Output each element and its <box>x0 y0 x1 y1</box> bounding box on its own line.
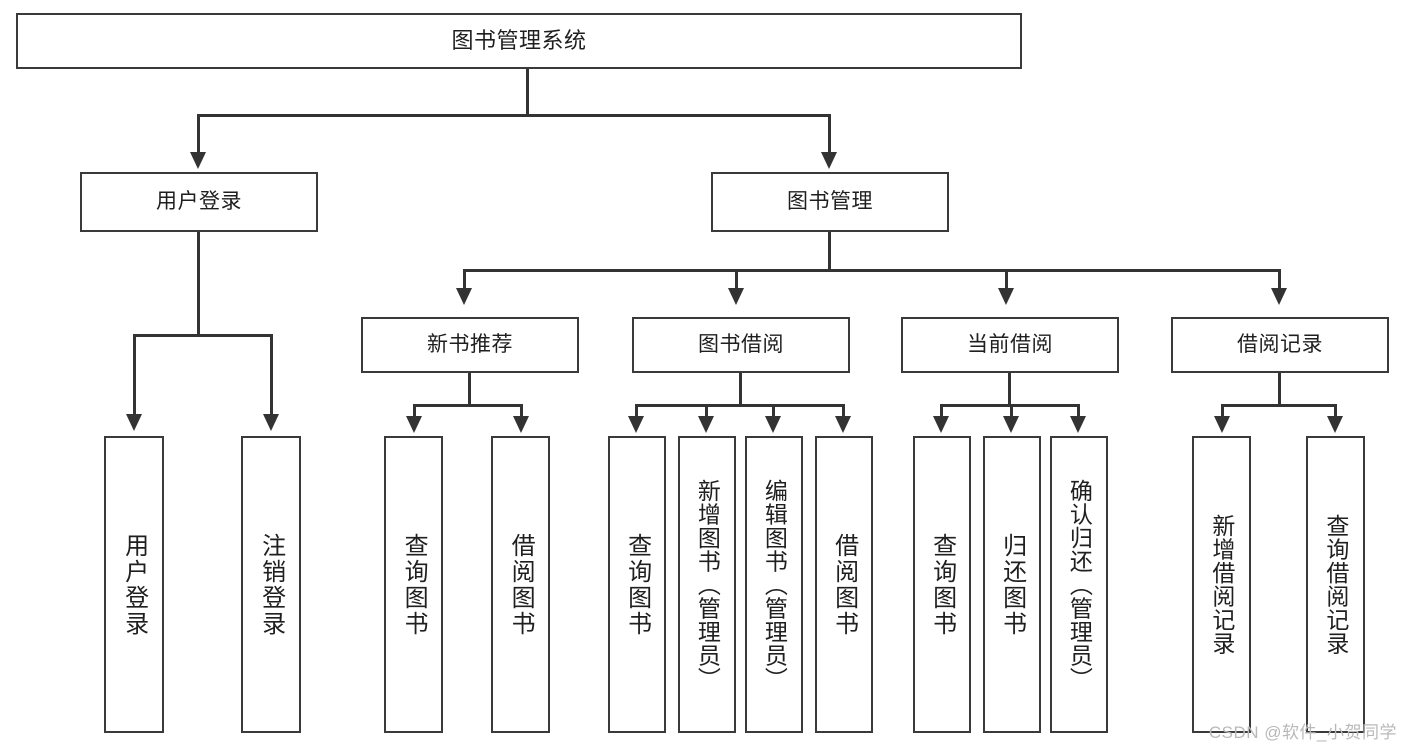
edge-newbook-bus <box>413 404 523 407</box>
arrow-to-new-book <box>456 288 472 305</box>
node-new-book-recommend[interactable]: 新书推荐 <box>361 317 579 373</box>
leaf-book-borrow-query[interactable]: 查询图书 <box>608 436 666 733</box>
edge-currentborrow-leaf2 <box>1010 404 1013 418</box>
leaf-book-borrow-add[interactable]: 新增图书（管理员） <box>678 436 736 733</box>
leaf-borrow-record-query[interactable]: 查询借阅记录 <box>1306 436 1365 733</box>
edge-bookborrow-leaf2 <box>705 404 708 418</box>
edge-to-book-borrow <box>735 269 738 291</box>
node-label: 查询图书 <box>400 532 428 637</box>
node-label: 用户登录 <box>120 532 148 637</box>
arrow-to-borrow-record <box>1271 288 1287 305</box>
edge-to-user-login <box>197 114 200 156</box>
node-label: 新增借阅记录 <box>1208 514 1235 655</box>
node-label: 归还图书 <box>998 532 1026 637</box>
arrow-bookborrow-leaf3 <box>765 416 781 433</box>
edge-level2-bus <box>197 114 831 117</box>
node-book-borrow[interactable]: 图书借阅 <box>632 317 850 373</box>
edge-level3-bus <box>463 269 1281 272</box>
edge-userlogin-leaf2 <box>270 334 273 416</box>
leaf-book-borrow-edit[interactable]: 编辑图书（管理员） <box>745 436 803 733</box>
arrow-userlogin-leaf2 <box>263 414 279 431</box>
node-label: 当前借阅 <box>967 332 1053 356</box>
leaf-current-borrow-query[interactable]: 查询图书 <box>913 436 971 733</box>
edge-userlogin-bus <box>133 334 273 337</box>
arrow-bookborrow-leaf4 <box>835 416 851 433</box>
leaf-borrow-record-add[interactable]: 新增借阅记录 <box>1192 436 1251 733</box>
arrow-currentborrow-leaf1 <box>933 416 949 433</box>
node-label: 新增图书（管理员） <box>694 478 721 691</box>
arrow-newbook-leaf1 <box>406 416 422 433</box>
edge-to-current-borrow <box>1005 269 1008 291</box>
arrow-bookborrow-leaf2 <box>698 416 714 433</box>
edge-bookborrow-stem <box>739 373 742 406</box>
edge-bookborrow-leaf3 <box>772 404 775 418</box>
arrow-to-user-login <box>190 152 206 169</box>
node-label: 借阅记录 <box>1237 332 1323 356</box>
edge-currentborrow-leaf1 <box>940 404 943 418</box>
edge-userlogin-leaf1 <box>133 334 136 416</box>
edge-to-book-manage <box>828 114 831 156</box>
node-label: 借阅图书 <box>830 532 858 637</box>
node-label: 查询图书 <box>623 532 651 637</box>
edge-borrowrecord-leaf1 <box>1221 404 1224 418</box>
arrow-currentborrow-leaf3 <box>1070 416 1086 433</box>
edge-bookborrow-leaf1 <box>635 404 638 418</box>
arrow-borrowrecord-leaf2 <box>1327 416 1343 433</box>
node-label: 借阅图书 <box>507 532 535 637</box>
edge-borrowrecord-leaf2 <box>1334 404 1337 418</box>
edge-to-new-book <box>463 269 466 291</box>
node-label: 图书管理系统 <box>451 28 587 54</box>
leaf-new-book-query[interactable]: 查询图书 <box>384 436 443 733</box>
node-user-login[interactable]: 用户登录 <box>80 172 318 232</box>
edge-borrowrecord-bus <box>1221 404 1337 407</box>
leaf-current-borrow-return[interactable]: 归还图书 <box>983 436 1041 733</box>
edge-bookmanage-stem <box>828 232 831 272</box>
node-label: 查询图书 <box>928 532 956 637</box>
arrow-to-current-borrow <box>998 288 1014 305</box>
edge-newbook-leaf1 <box>413 404 416 418</box>
leaf-user-login-login[interactable]: 用户登录 <box>104 436 164 733</box>
node-book-management[interactable]: 图书管理 <box>711 172 949 232</box>
node-label: 确认归还（管理员） <box>1066 478 1093 691</box>
leaf-current-borrow-confirm[interactable]: 确认归还（管理员） <box>1050 436 1108 733</box>
arrow-newbook-leaf2 <box>513 416 529 433</box>
edge-currentborrow-leaf3 <box>1077 404 1080 418</box>
edge-currentborrow-stem <box>1008 373 1011 406</box>
arrow-userlogin-leaf1 <box>126 414 142 431</box>
node-label: 图书借阅 <box>698 332 784 356</box>
node-label: 新书推荐 <box>427 332 513 356</box>
edge-borrowrecord-stem <box>1278 373 1281 406</box>
edge-root-stem <box>526 69 529 116</box>
leaf-new-book-borrow[interactable]: 借阅图书 <box>491 436 550 733</box>
edge-newbook-stem <box>468 373 471 406</box>
edge-bookborrow-leaf4 <box>842 404 845 418</box>
node-label: 编辑图书（管理员） <box>761 478 788 691</box>
arrow-to-book-manage <box>821 152 837 169</box>
edge-bookborrow-bus <box>635 404 845 407</box>
arrow-currentborrow-leaf2 <box>1003 416 1019 433</box>
arrow-borrowrecord-leaf1 <box>1214 416 1230 433</box>
node-label: 用户登录 <box>156 189 242 213</box>
arrow-to-book-borrow <box>728 288 744 305</box>
edge-to-borrow-record <box>1278 269 1281 291</box>
node-borrow-record[interactable]: 借阅记录 <box>1171 317 1389 373</box>
node-root-system[interactable]: 图书管理系统 <box>16 13 1022 69</box>
edge-newbook-leaf2 <box>520 404 523 418</box>
arrow-bookborrow-leaf1 <box>628 416 644 433</box>
leaf-user-login-logout[interactable]: 注销登录 <box>241 436 301 733</box>
leaf-book-borrow-borrow[interactable]: 借阅图书 <box>815 436 873 733</box>
edge-userlogin-stem <box>197 232 200 336</box>
node-current-borrow[interactable]: 当前借阅 <box>901 317 1119 373</box>
node-label: 注销登录 <box>257 532 285 637</box>
node-label: 查询借阅记录 <box>1322 514 1349 655</box>
node-label: 图书管理 <box>787 189 873 213</box>
